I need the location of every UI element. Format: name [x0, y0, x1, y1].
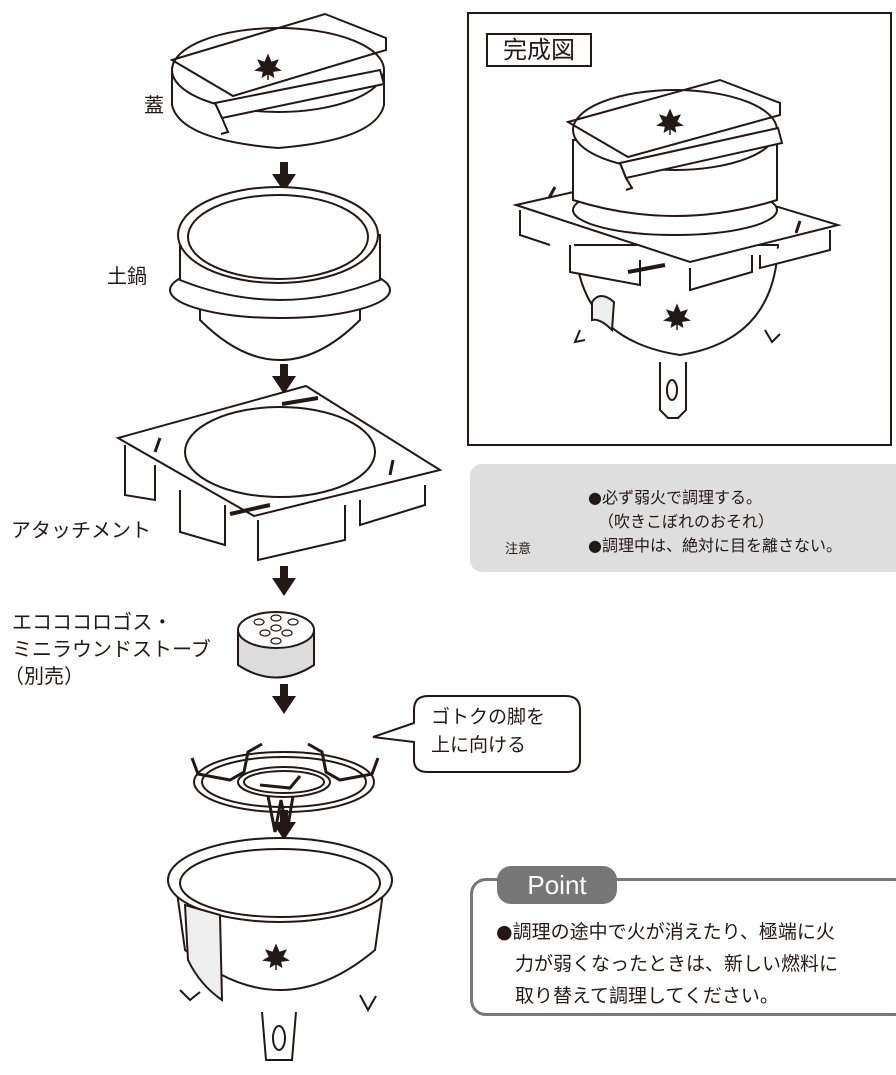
arrow-down-icon — [272, 364, 296, 394]
point-line: ●調理の途中で火が消えたり、極端に火 — [496, 921, 835, 943]
completed-view-frame — [467, 12, 892, 446]
caution-item: （吹きこぼれのおそれ） — [598, 512, 775, 531]
point-line: 力が弱くなったときは、新しい燃料に — [515, 953, 839, 975]
trivet-illustration — [190, 742, 380, 833]
attachment-illustration — [115, 384, 443, 562]
stove-label-line2: ミニラウンドストーブ — [12, 637, 211, 661]
trivet-instruction: ゴトクの脚を 上に向ける — [431, 703, 545, 759]
trivet-instruction-line: 上に向ける — [431, 734, 527, 756]
assembled-illustration — [512, 78, 842, 419]
caution-tag: 注意 — [505, 542, 532, 557]
stove-label-line3: （別売） — [4, 664, 84, 688]
stove-illustration — [237, 611, 315, 679]
point-tag: Point — [497, 866, 617, 904]
pot-illustration — [169, 186, 391, 361]
completed-view-title: 完成図 — [486, 33, 592, 67]
caution-item: ●必ず弱火で調理する。 — [588, 488, 762, 507]
arrow-down-icon — [272, 162, 296, 192]
lid-illustration — [169, 12, 387, 150]
trivet-instruction-line: ゴトクの脚を — [431, 706, 546, 728]
attachment-label: アタッチメント — [11, 518, 151, 542]
caution-panel — [470, 464, 896, 572]
pot-label: 土鍋 — [107, 264, 147, 288]
base-pot-illustration — [167, 837, 393, 1061]
caution-list: ●必ず弱火で調理する。 （吹きこぼれのおそれ） ●調理中は、絶対に目を離さない。 — [588, 486, 842, 558]
arrow-down-icon — [272, 684, 296, 714]
speech-bubble — [372, 695, 581, 773]
point-text: ●調理の途中で火が消えたり、極端に火 力が弱くなったときは、新しい燃料に 取り替… — [496, 916, 838, 1012]
stove-label-line1: エコココロゴス・ — [12, 610, 173, 634]
arrow-down-icon — [272, 566, 296, 596]
lid-label: 蓋 — [144, 93, 164, 117]
caution-item: ●調理中は、絶対に目を離さない。 — [588, 536, 842, 555]
point-box — [470, 878, 896, 1016]
point-line: 取り替えて調理してください。 — [515, 985, 779, 1007]
